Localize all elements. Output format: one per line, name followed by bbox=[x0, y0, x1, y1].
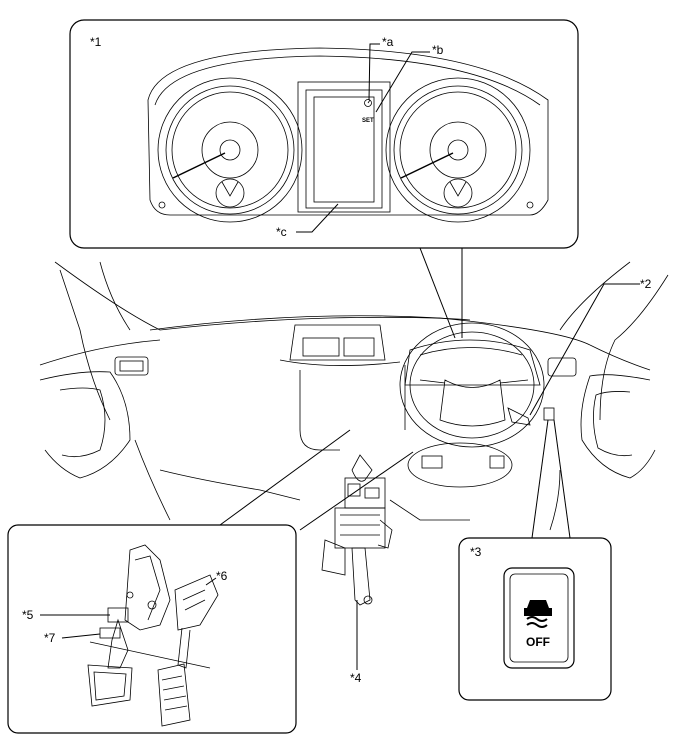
vehicle-slip-off-icon bbox=[524, 600, 552, 628]
combination-meter bbox=[147, 47, 549, 223]
label-6: *6 bbox=[216, 569, 228, 583]
pedal-assembly bbox=[87, 544, 219, 727]
label-4: *4 bbox=[350, 671, 362, 685]
switch-callout-leaders bbox=[531, 419, 571, 539]
pedal-leader-lines bbox=[40, 577, 217, 639]
cluster-leader-lines bbox=[296, 43, 430, 233]
switch-off-text: OFF bbox=[526, 635, 550, 649]
cluster-callout-leaders bbox=[419, 247, 463, 339]
cluster-set-text: SET bbox=[362, 118, 374, 124]
label-c: *c bbox=[276, 225, 287, 239]
label-5: *5 bbox=[22, 608, 34, 622]
lever-leader bbox=[529, 283, 640, 416]
pedal-callout-box bbox=[7, 524, 297, 734]
cluster-callout-box bbox=[69, 19, 579, 249]
cruise-set-indicator-icon: SET bbox=[362, 99, 374, 124]
steering-column-assembly bbox=[321, 454, 393, 606]
pedal-callout-leaders bbox=[219, 429, 414, 531]
label-2: *2 bbox=[640, 277, 652, 291]
label-7: *7 bbox=[44, 631, 56, 645]
label-a: *a bbox=[382, 35, 394, 49]
label-1: *1 bbox=[90, 35, 102, 49]
vsc-off-switch: OFF bbox=[503, 567, 575, 669]
label-b: *b bbox=[432, 43, 444, 57]
label-3: *3 bbox=[470, 545, 482, 559]
cabin-illustration bbox=[39, 261, 669, 531]
